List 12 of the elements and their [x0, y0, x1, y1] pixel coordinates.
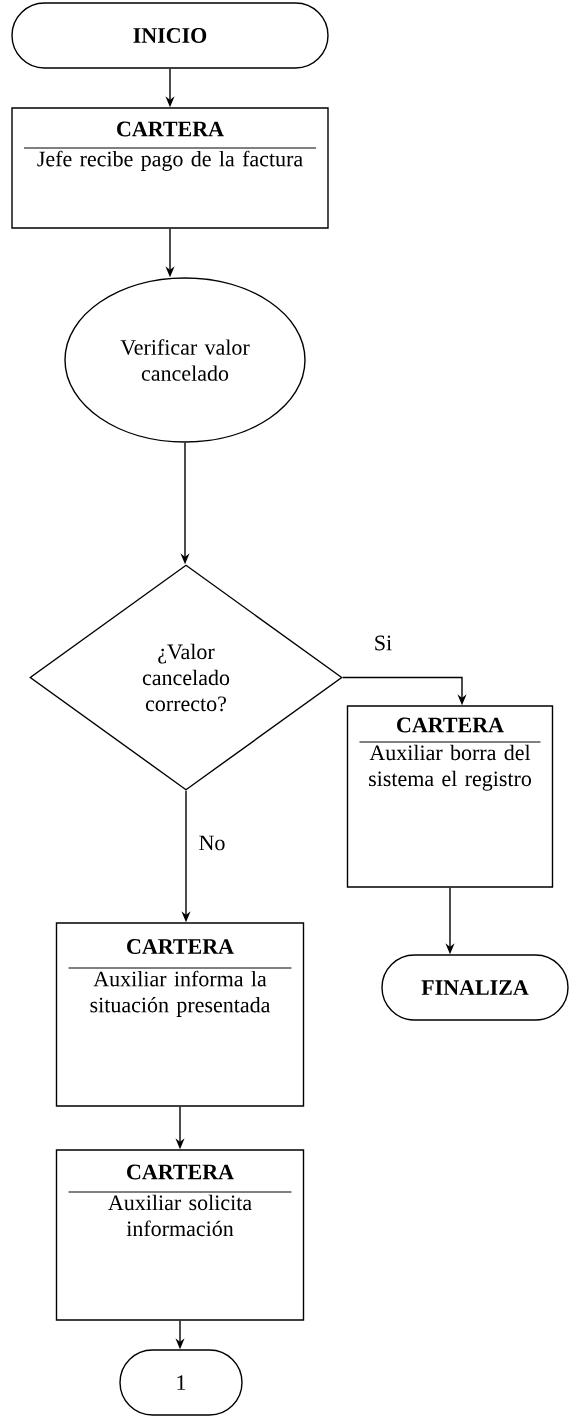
- box-heading: CARTERA: [117, 121, 224, 137]
- box-heading: CARTERA: [127, 939, 234, 954]
- box-text: Auxiliar informa la situación presentada: [90, 970, 271, 1017]
- box-text: Auxiliar borra del sistema el registro: [369, 744, 532, 791]
- box-text: Auxiliar solicita información: [108, 1194, 252, 1237]
- edge-label: No: [197, 834, 227, 852]
- edge-label: Si: [372, 634, 394, 652]
- box-heading: CARTERA: [127, 1164, 234, 1180]
- shape-text: ¿Valor cancelado correcto?: [142, 643, 230, 712]
- shape-text: Verificar valor cancelado: [120, 339, 250, 381]
- box-text: Jefe recibe pago de la factura: [37, 150, 303, 171]
- box-heading: CARTERA: [397, 717, 504, 733]
